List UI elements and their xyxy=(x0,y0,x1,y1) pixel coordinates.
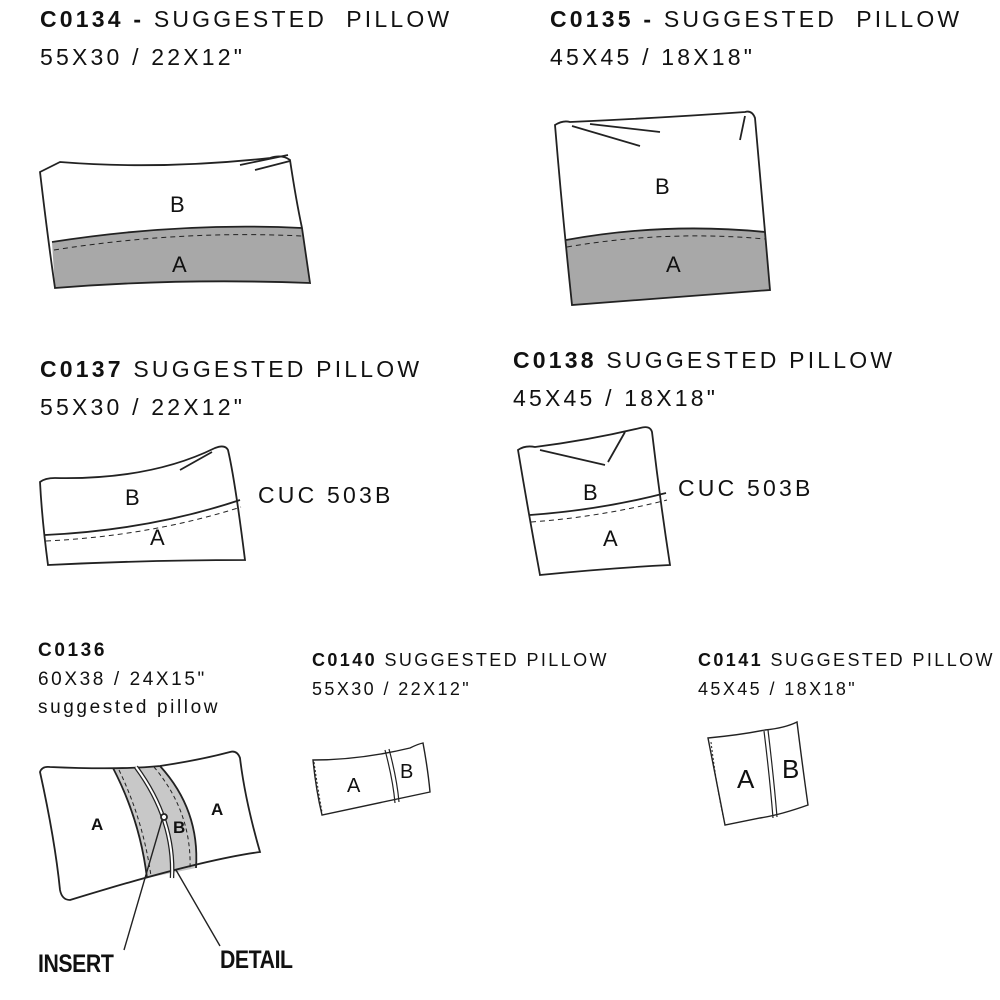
product-title: SUGGESTED PILLOW xyxy=(384,650,609,670)
c0136-pillow-drawing: A B A xyxy=(39,750,262,951)
fabric-label-a: A xyxy=(172,252,187,277)
c0138-heading: C0138 SUGGESTED PILLOW xyxy=(513,347,895,374)
fabric-label-a: A xyxy=(91,815,103,834)
product-title: SUGGESTED PILLOW xyxy=(606,347,896,373)
fabric-label-b: B xyxy=(782,754,799,784)
product-title: SUGGESTED PILLOW xyxy=(663,6,963,32)
product-title: SUGGESTED PILLOW xyxy=(770,650,995,670)
c0134-heading: C0134 - SUGGESTED PILLOW xyxy=(40,6,452,33)
c0136-size: 60X38 / 24X15" xyxy=(38,669,207,690)
fabric-label-b: B xyxy=(583,480,598,505)
c0134-pillow-drawing: B A xyxy=(39,154,312,289)
fabric-label-a: A xyxy=(347,775,361,797)
product-code: C0136 xyxy=(38,640,107,661)
c0138-size: 45X45 / 18X18" xyxy=(513,385,719,411)
c0138-fabric-note: CUC 503B xyxy=(678,475,814,501)
product-code: C0138 xyxy=(513,347,597,373)
product-code: C0135 xyxy=(550,6,634,32)
fabric-label-a: A xyxy=(150,525,165,550)
fabric-label-a: A xyxy=(211,800,223,819)
fabric-label-a: A xyxy=(603,526,618,551)
c0137-size: 55X30 / 22X12" xyxy=(40,394,246,420)
product-code: C0137 xyxy=(40,356,124,382)
detail-callout: DETAIL xyxy=(220,946,293,974)
c0140-heading: C0140 SUGGESTED PILLOW xyxy=(312,650,609,671)
fabric-label-b: B xyxy=(400,761,413,783)
product-code: C0140 xyxy=(312,650,378,670)
fabric-label-a: A xyxy=(666,252,681,277)
c0141-size: 45X45 / 18X18" xyxy=(698,679,858,699)
c0137-fabric-note: CUC 503B xyxy=(258,482,394,508)
c0134-size: 55X30 / 22X12" xyxy=(40,44,246,70)
c0137-pillow-drawing: B A xyxy=(39,445,247,566)
c0138-pillow-drawing: B A xyxy=(517,426,672,576)
c0136-subtitle: suggested pillow xyxy=(38,697,221,718)
product-title: SUGGESTED PILLOW xyxy=(153,6,453,32)
c0135-size: 45X45 / 18X18" xyxy=(550,44,756,70)
fabric-label-b: B xyxy=(173,818,185,837)
c0141-heading: C0141 SUGGESTED PILLOW xyxy=(698,650,995,671)
c0135-heading: C0135 - SUGGESTED PILLOW xyxy=(550,6,962,33)
c0140-size: 55X30 / 22X12" xyxy=(312,679,472,699)
separator: - xyxy=(643,6,655,32)
c0136-heading: C0136 xyxy=(38,640,107,662)
product-code: C0134 xyxy=(40,6,124,32)
fabric-label-a: A xyxy=(737,764,755,794)
c0137-heading: C0137 SUGGESTED PILLOW xyxy=(40,356,422,383)
insert-callout: INSERT xyxy=(38,950,114,978)
c0140-pillow-drawing: A B xyxy=(312,742,431,816)
fabric-label-b: B xyxy=(170,192,185,217)
product-title: SUGGESTED PILLOW xyxy=(133,356,423,382)
separator: - xyxy=(133,6,145,32)
fabric-label-b: B xyxy=(125,485,140,510)
c0135-pillow-drawing: B A xyxy=(554,110,771,306)
product-code: C0141 xyxy=(698,650,764,670)
fabric-label-b: B xyxy=(655,174,670,199)
c0141-pillow-drawing: A B xyxy=(707,720,809,826)
